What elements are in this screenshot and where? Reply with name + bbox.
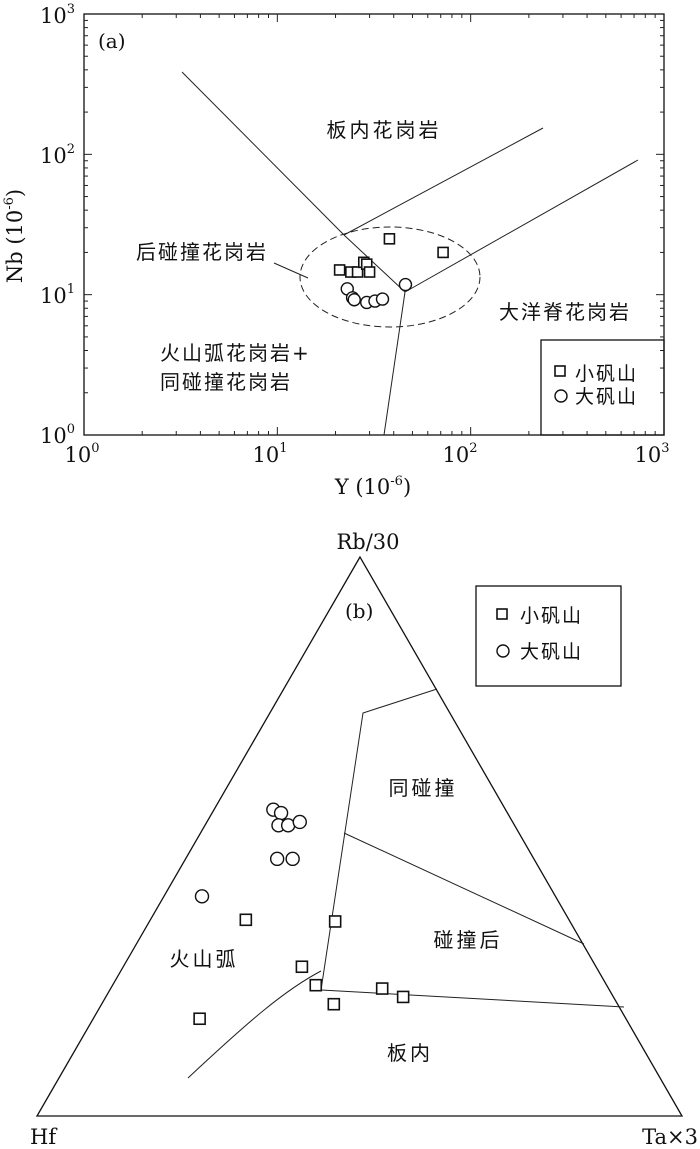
point-a-square <box>351 266 364 278</box>
apex-label-right: Ta×3 <box>642 1125 698 1149</box>
panel-b-boundaries <box>187 688 625 1079</box>
field-label-volcanic-arc: 火山弧 <box>170 947 239 971</box>
point-b-square <box>328 915 342 928</box>
point-b-square <box>295 960 309 974</box>
panel-b-points <box>193 802 410 1026</box>
point-a-square <box>437 246 449 259</box>
boundary-central-wpg <box>343 234 406 293</box>
field-label-org: 大洋脊花岗岩 <box>499 300 631 324</box>
panel-a-frame <box>83 13 665 436</box>
point-b-square <box>309 978 323 992</box>
point-b-circle <box>285 851 300 867</box>
boundary-vag-org <box>383 291 406 436</box>
legend-a-label-1: 小矾山 <box>575 363 638 385</box>
panel-a-ticks <box>84 14 664 435</box>
field-label-wpg: 板内花岗岩 <box>327 118 442 142</box>
y-tick-label-100: 102 <box>40 142 75 168</box>
y-tick-label-1000: 103 <box>40 2 75 28</box>
field-label-within-plate: 板内 <box>387 1041 433 1065</box>
point-b-square <box>327 997 341 1011</box>
panel-b-legend: 小矾山 大矾山 <box>475 585 622 687</box>
point-b-square <box>193 1012 206 1026</box>
point-b-circle <box>273 805 289 821</box>
boundary-vag-wp <box>187 970 322 1079</box>
legend-b-label-1: 小矾山 <box>520 605 583 627</box>
apex-label-left: Hf <box>30 1125 58 1149</box>
point-b-circle <box>194 889 210 904</box>
legend-a-square-marker <box>554 365 566 377</box>
x-tick-label-10: 101 <box>252 441 287 467</box>
post-collision-pointer <box>273 262 309 279</box>
ternary-triangle <box>35 555 684 1117</box>
y-axis-title: Nb (10-6) <box>2 189 27 283</box>
x-tick-label-100: 102 <box>442 441 477 467</box>
legend-a-label-2: 大矾山 <box>575 386 638 408</box>
point-b-circle <box>292 814 307 830</box>
panel-a-points <box>333 233 449 310</box>
point-a-circle <box>347 293 361 307</box>
panel-b-letter: (b) <box>345 599 373 623</box>
boundary-post-wp <box>320 989 625 1008</box>
x-tick-label-1: 100 <box>64 441 99 467</box>
point-a-square <box>383 233 396 245</box>
panel-a-legend-frame <box>540 339 665 436</box>
point-b-square <box>239 913 253 927</box>
field-label-syn-col: 同碰撞花岗岩 <box>160 370 292 394</box>
y-tick-label-10: 101 <box>40 282 75 308</box>
point-b-circle <box>269 851 285 867</box>
legend-b-circle-marker <box>496 644 510 658</box>
post-collision-field <box>299 226 481 328</box>
panel-a-legend: 小矾山 大矾山 <box>540 339 665 436</box>
y-tick-label-1: 100 <box>40 422 75 448</box>
field-label-vag: 火山弧花岗岩+ <box>160 341 311 365</box>
x-tick-label-1000: 103 <box>634 441 669 467</box>
panel-a-boundaries <box>181 71 639 436</box>
panel-a: 100 101 102 103 100 101 102 103 Y (10-6)… <box>2 2 670 499</box>
panel-b: Rb/30 Hf Ta×3 (b) 同碰撞 碰撞后 火山弧 板内 小矾山 大矾山 <box>30 530 698 1149</box>
point-b-square <box>375 982 389 995</box>
field-label-post-collision: 后碰撞花岗岩 <box>136 240 268 264</box>
boundary-vag-wpg <box>181 71 345 236</box>
point-a-circle <box>375 292 390 306</box>
boundary-wpg-org <box>404 159 639 293</box>
apex-label-top: Rb/30 <box>336 530 399 554</box>
point-b-square <box>396 990 410 1004</box>
point-a-square <box>363 266 376 278</box>
boundary-post-syn <box>343 832 585 945</box>
point-a-circle <box>398 277 413 292</box>
panel-b-legend-frame <box>475 585 622 687</box>
legend-a-circle-marker <box>554 389 568 403</box>
x-axis-title: Y (10-6) <box>334 474 411 499</box>
point-a-square <box>333 264 346 276</box>
field-label-post-collision-b: 碰撞后 <box>434 928 503 952</box>
panel-a-letter: (a) <box>98 29 126 53</box>
legend-b-label-2: 大矾山 <box>520 641 583 663</box>
boundary-syn-wpg <box>343 127 544 236</box>
field-label-syn-collision: 同碰撞 <box>389 776 458 800</box>
boundary-syn-collision <box>320 688 438 991</box>
legend-b-square-marker <box>496 608 508 620</box>
